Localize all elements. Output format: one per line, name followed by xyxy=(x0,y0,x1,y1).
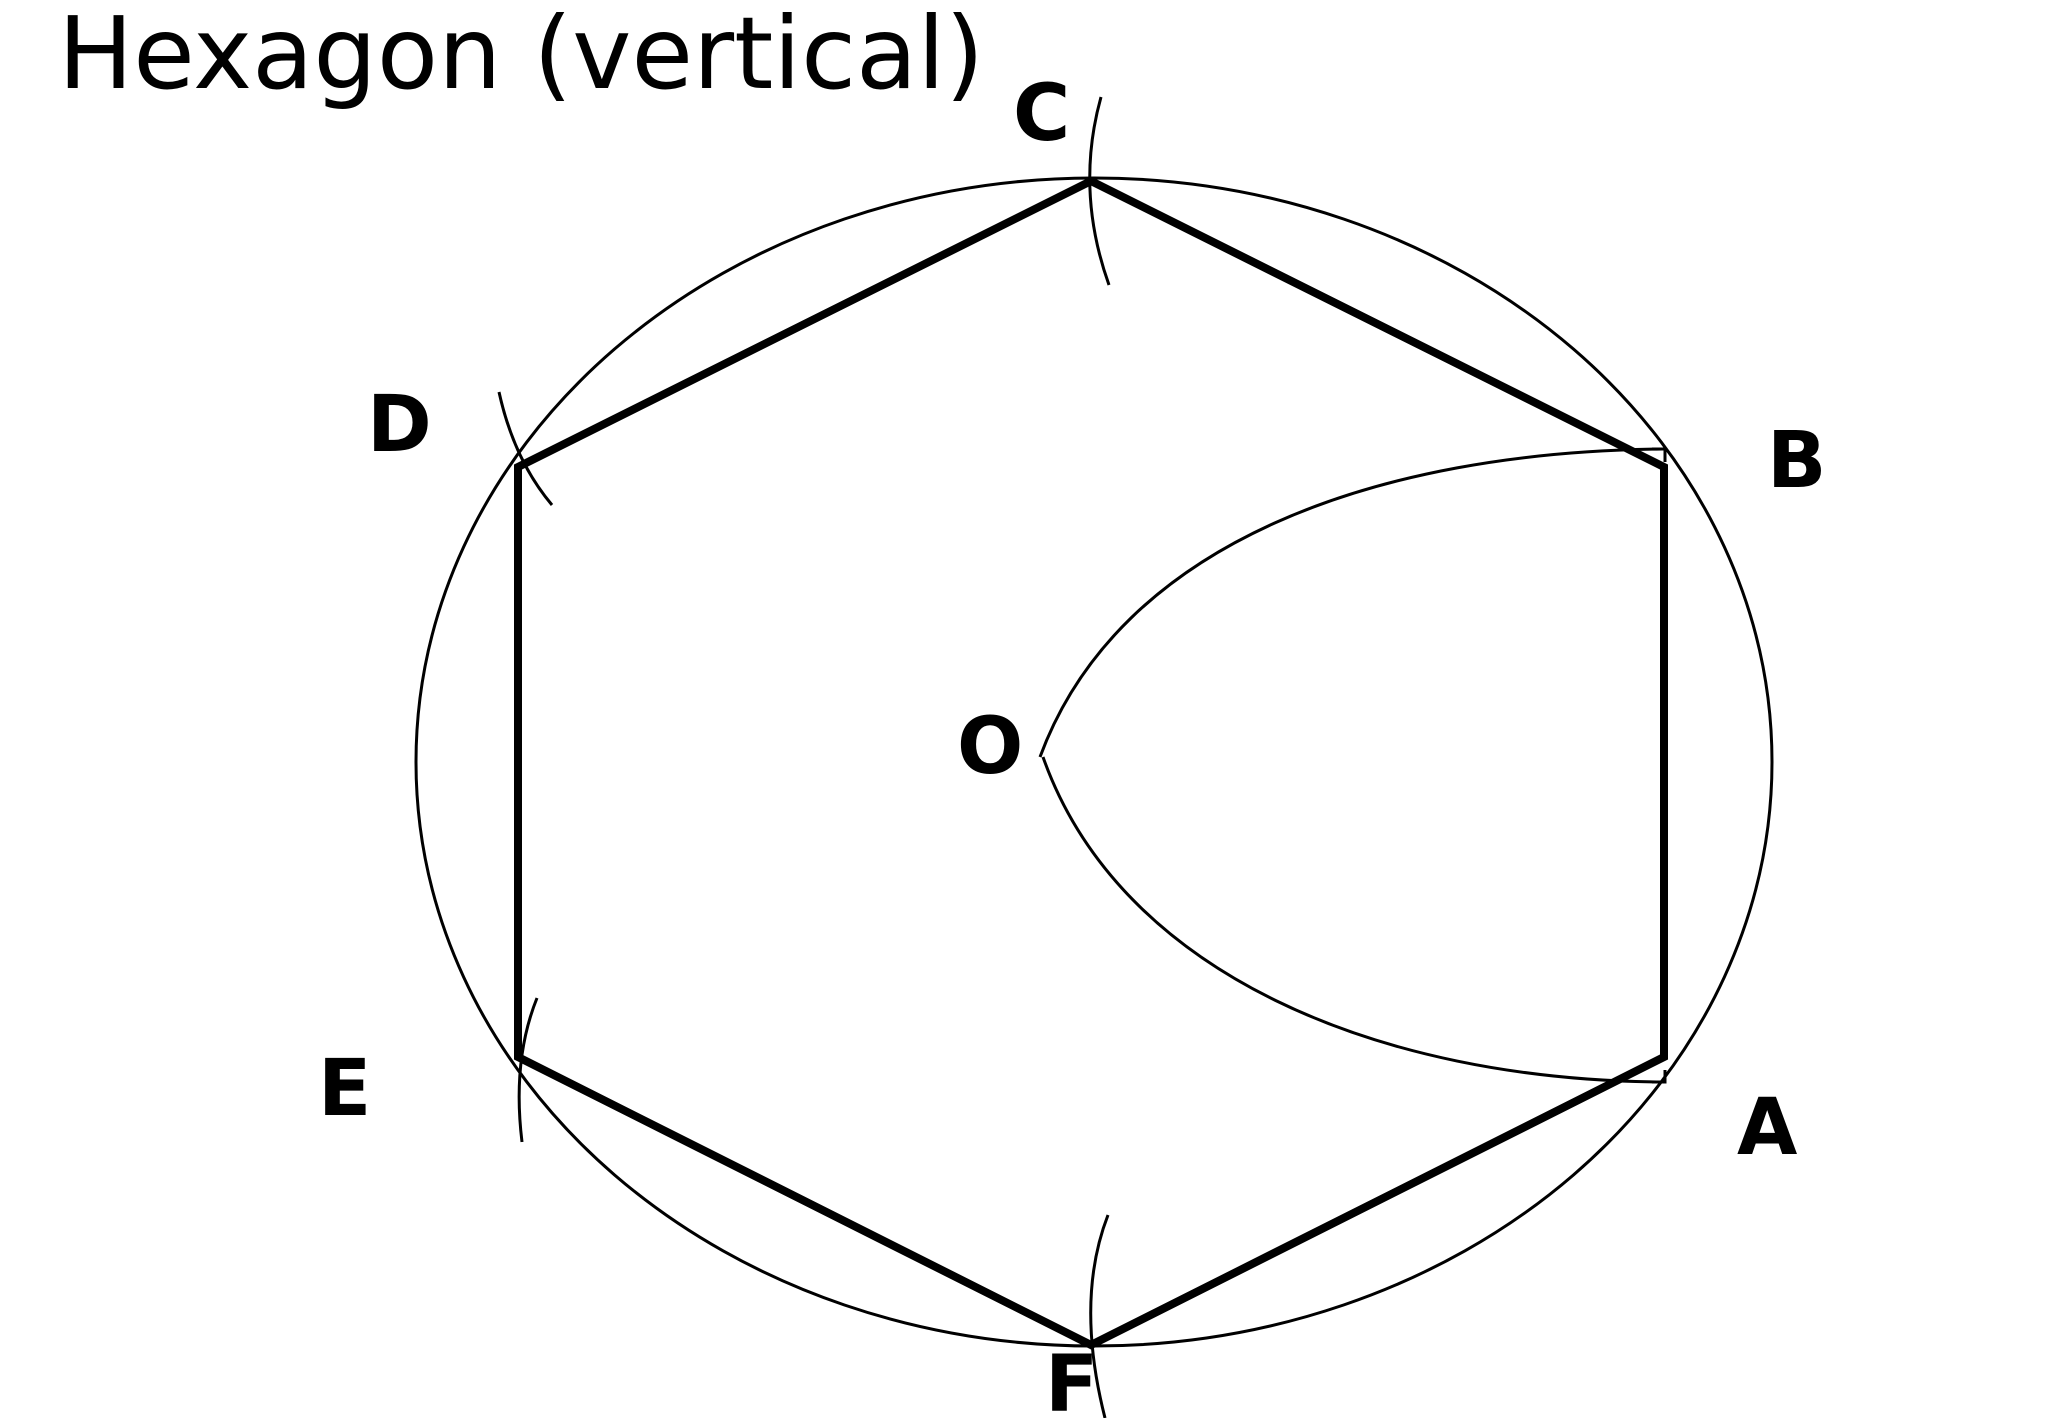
label-o: O xyxy=(957,702,1023,792)
circumscribed-circle xyxy=(414,176,1774,1348)
label-e: E xyxy=(318,1044,371,1134)
arc-mark-d xyxy=(497,391,554,506)
tick-mark-a xyxy=(1652,1070,1667,1084)
construction-arc-lower xyxy=(1041,756,1663,1084)
arc-mark-f xyxy=(1089,1214,1110,1418)
arc-mark-c xyxy=(1088,96,1111,286)
label-f: F xyxy=(1045,1340,1098,1418)
hexagon xyxy=(514,176,1668,1350)
arc-mark-e xyxy=(517,997,539,1143)
label-b: B xyxy=(1767,416,1826,506)
construction-arc-upper xyxy=(1038,447,1663,758)
tick-mark-b xyxy=(1652,447,1667,462)
diagram-title: Hexagon (vertical) xyxy=(58,0,985,112)
label-a: A xyxy=(1737,1083,1797,1173)
label-d: D xyxy=(367,380,432,470)
label-c: C xyxy=(1013,69,1070,159)
